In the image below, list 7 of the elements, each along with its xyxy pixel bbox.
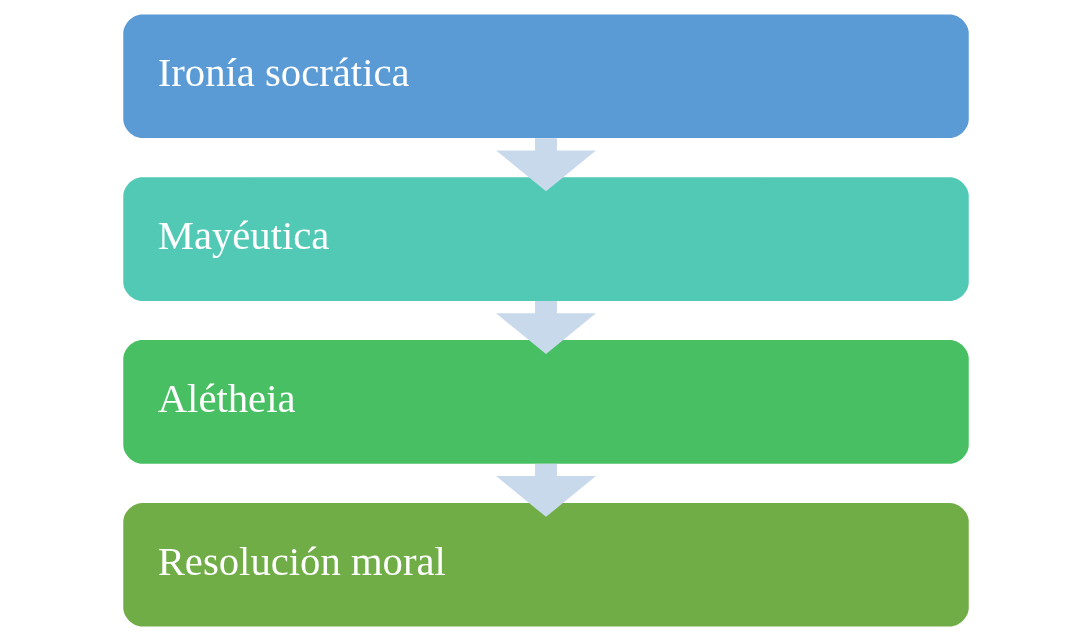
node-box: Ironía socrática <box>123 14 969 139</box>
node-box: Alétheia <box>123 340 969 464</box>
node-box: Resolución moral <box>123 502 969 627</box>
arrow <box>496 138 596 192</box>
arrow <box>496 463 596 517</box>
arrow <box>496 301 596 355</box>
node-box: Mayéutica <box>123 177 969 301</box>
